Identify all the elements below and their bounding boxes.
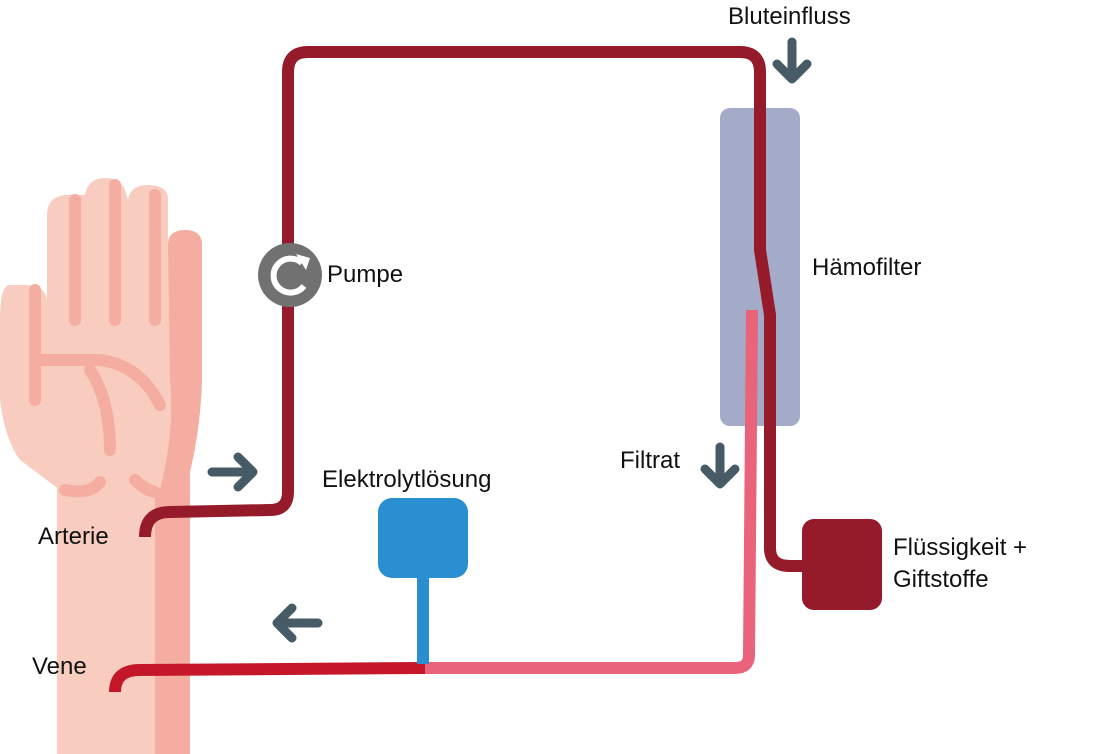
blood-inflow-label: Bluteinfluss <box>728 3 851 30</box>
waste-label-line2: Giftstoffe <box>893 566 989 593</box>
filtrate-line <box>425 309 758 674</box>
filtrate-label: Filtrat <box>620 447 680 474</box>
arrow-left-icon <box>272 603 323 643</box>
artery-label: Arterie <box>38 523 109 550</box>
venous-line <box>109 662 426 693</box>
hemofilter-label: Hämofilter <box>812 254 922 281</box>
electrolyte-tube <box>417 570 429 664</box>
waste-container <box>802 519 882 610</box>
pump-icon <box>258 243 322 307</box>
pump-label: Pumpe <box>327 261 404 288</box>
arrow-right-icon <box>207 452 258 492</box>
electrolyte-label: Elektrolytlösung <box>322 466 492 493</box>
arrow-down-icon <box>772 37 812 84</box>
arrow-down-icon <box>700 442 740 489</box>
waste-label-line1: Flüssigkeit + <box>893 534 1028 561</box>
arterial-line <box>139 46 805 572</box>
vein-label: Vene <box>32 653 87 680</box>
electrolyte-bag <box>378 498 468 578</box>
